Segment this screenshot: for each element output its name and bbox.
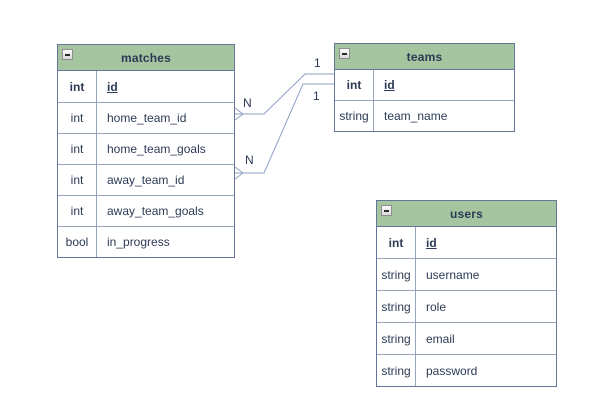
relationship-line-home-team[interactable]	[243, 73, 334, 115]
column-type: string	[377, 259, 416, 290]
column-type: int	[377, 227, 416, 258]
column-row: string role	[377, 290, 556, 322]
column-name: in_progress	[107, 235, 170, 249]
column-type: int	[58, 103, 97, 133]
column-name: away_team_id	[107, 173, 185, 187]
column-row: int home_team_goals	[58, 133, 234, 164]
column-type: string	[377, 355, 416, 386]
column-type: string	[377, 323, 416, 354]
column-name: home_team_goals	[107, 142, 206, 156]
table-users[interactable]: users int id string username string role…	[376, 200, 557, 387]
column-row: int id	[377, 227, 556, 258]
column-name: id	[107, 79, 118, 94]
column-row: int id	[58, 71, 234, 102]
column-row: int away_team_id	[58, 164, 234, 195]
minus-icon	[65, 53, 70, 56]
cardinality-label-one: 1	[313, 89, 320, 103]
table-teams-header[interactable]: teams	[335, 44, 514, 70]
table-title: users	[449, 206, 484, 221]
collapse-button[interactable]	[381, 205, 392, 216]
cardinality-label-one: 1	[314, 56, 321, 70]
column-type: string	[335, 101, 374, 131]
column-row: string username	[377, 258, 556, 290]
column-row: string email	[377, 322, 556, 354]
column-type: int	[58, 165, 97, 195]
column-row: int id	[335, 70, 514, 100]
column-type: int	[335, 70, 374, 100]
column-name: id	[384, 78, 395, 92]
table-teams[interactable]: teams int id string team_name	[334, 43, 515, 132]
table-matches-header[interactable]: matches	[58, 45, 234, 71]
column-name: email	[426, 331, 455, 346]
column-type: int	[58, 71, 97, 102]
column-row: string password	[377, 354, 556, 386]
collapse-button[interactable]	[62, 49, 73, 60]
column-type: int	[58, 196, 97, 226]
column-type: int	[58, 134, 97, 164]
crows-foot-icon	[234, 166, 244, 180]
column-name: role	[426, 299, 447, 314]
column-row: string team_name	[335, 100, 514, 131]
collapse-button[interactable]	[339, 48, 350, 59]
table-title: matches	[120, 50, 172, 65]
column-type: string	[377, 291, 416, 322]
column-name: away_team_goals	[107, 204, 204, 218]
cardinality-label-many: N	[243, 96, 252, 110]
column-name: password	[426, 363, 478, 378]
minus-icon	[342, 52, 347, 55]
table-matches[interactable]: matches int id int home_team_id int home…	[57, 44, 235, 258]
column-name: id	[426, 235, 437, 250]
column-type: bool	[58, 227, 97, 257]
relationship-line-away-team[interactable]	[243, 83, 334, 174]
column-name: team_name	[384, 109, 448, 123]
minus-icon	[384, 209, 389, 212]
column-name: home_team_id	[107, 111, 187, 125]
crows-foot-icon	[234, 107, 244, 121]
column-row: bool in_progress	[58, 226, 234, 257]
cardinality-label-many: N	[245, 153, 254, 167]
table-title: teams	[406, 49, 443, 64]
column-row: int home_team_id	[58, 102, 234, 133]
column-name: username	[426, 267, 480, 282]
column-row: int away_team_goals	[58, 195, 234, 226]
table-users-header[interactable]: users	[377, 201, 556, 227]
